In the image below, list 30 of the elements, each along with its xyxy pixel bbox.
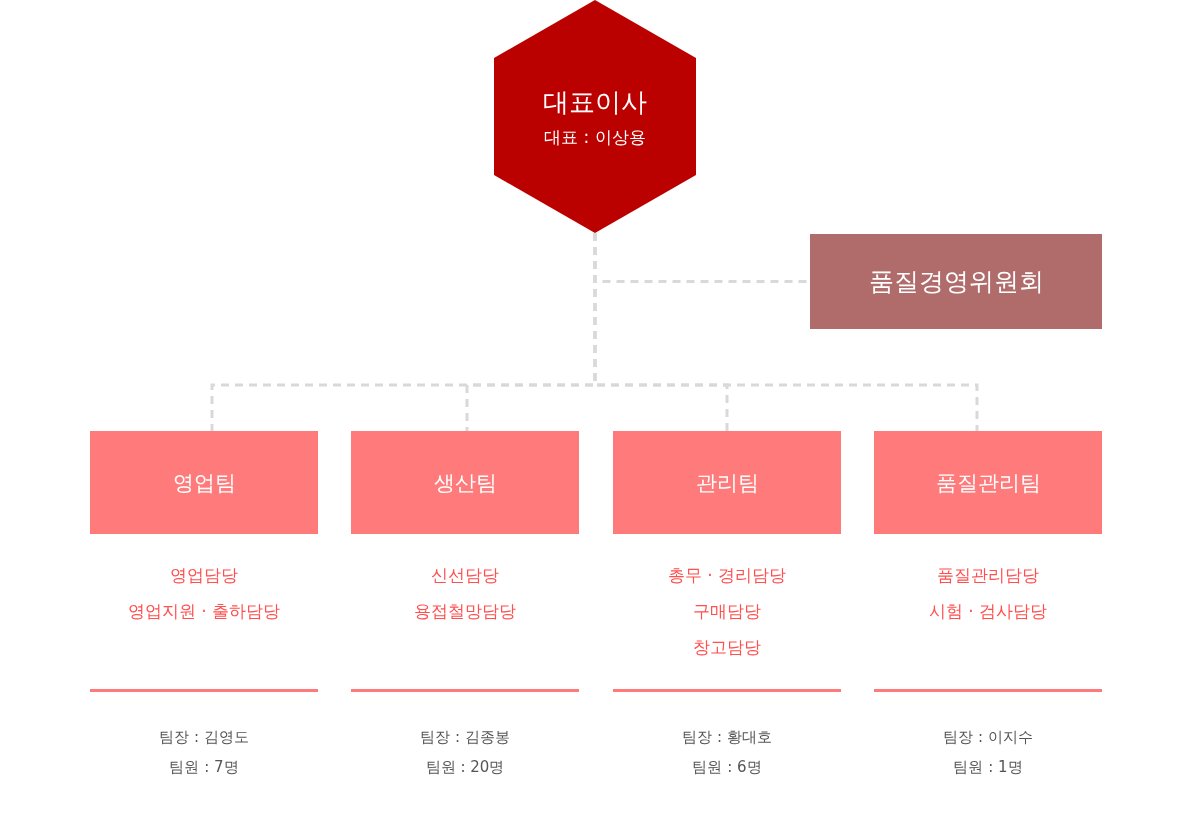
- staff-info-text: 팀장 : 이지수: [943, 728, 1033, 747]
- duty-text: 창고담당: [693, 636, 761, 659]
- committee-box: [810, 234, 1102, 329]
- title-text: 영업팀: [172, 469, 236, 497]
- staff-info-text: 팀장 : 김영도: [159, 728, 249, 747]
- duty-text: 품질관리담당: [937, 564, 1039, 587]
- staff-info-text: 팀원 : 6명: [692, 758, 762, 777]
- ceo-hexagon: [494, 0, 696, 233]
- duty-text: 총무 · 경리담당: [667, 564, 787, 587]
- title-text: 품질경영위원회: [868, 266, 1044, 298]
- team-box: [874, 431, 1102, 534]
- duty-text: 신선담당: [431, 564, 499, 587]
- staff-info-text: 팀원 : 7명: [169, 758, 239, 777]
- subtitle-text: 대표 : 이상용: [544, 125, 646, 149]
- team-box: [613, 431, 841, 534]
- staff-info-text: 팀원 : 20명: [425, 758, 505, 777]
- duty-text: 용접철망담당: [414, 600, 516, 623]
- staff-info-text: 팀원 : 1명: [953, 758, 1023, 777]
- title-text: 생산팀: [433, 469, 497, 497]
- duty-text: 구매담당: [693, 600, 761, 623]
- duty-text: 영업담당: [170, 564, 238, 587]
- duty-text: 시험 · 검사담당: [928, 600, 1048, 623]
- title-text: 품질관리팀: [935, 469, 1041, 497]
- duty-text: 영업지원 · 출하담당: [127, 600, 281, 623]
- staff-info-text: 팀장 : 김종봉: [420, 728, 510, 747]
- staff-info-text: 팀장 : 황대호: [682, 728, 772, 747]
- team-box: [351, 431, 579, 534]
- title-text: 대표이사: [543, 85, 647, 119]
- title-text: 관리팀: [695, 469, 759, 497]
- team-box: [90, 431, 318, 534]
